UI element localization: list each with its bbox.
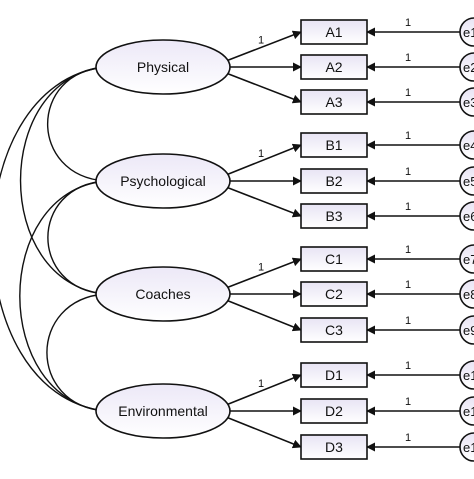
error-label: e6 bbox=[463, 209, 474, 224]
indicator-label: D2 bbox=[325, 403, 343, 419]
error-weight-label: 1 bbox=[405, 52, 411, 64]
indicator-label: C1 bbox=[325, 251, 343, 267]
indicator-box-c2 bbox=[300, 281, 368, 307]
error-weight-label: 1 bbox=[405, 360, 411, 372]
error-weight-label: 1 bbox=[405, 396, 411, 408]
latent-ellipse-environmental bbox=[95, 383, 231, 439]
loading-label: 1 bbox=[258, 35, 264, 47]
error-circle-e11 bbox=[459, 396, 474, 426]
latent-label: Psychological bbox=[120, 173, 206, 189]
indicator-label: C2 bbox=[325, 286, 343, 302]
indicator-label: A3 bbox=[325, 94, 342, 110]
indicator-box-b1 bbox=[300, 132, 368, 158]
path-environmental-to-d1 bbox=[225, 373, 302, 406]
error-label: e1 bbox=[463, 25, 474, 40]
error-circle-e12 bbox=[459, 432, 474, 462]
error-terms: e1 e2 e3 e4 e5 e6 e7 e8 e9 e10 e11 e12 bbox=[459, 17, 474, 462]
error-circle-e4 bbox=[459, 130, 474, 160]
regression-paths: 1 1 1 1 1 1 1 1 1 1 1 1 1 1 1 1 bbox=[225, 17, 460, 452]
error-circle-e1 bbox=[459, 17, 474, 47]
indicator-label: D3 bbox=[325, 439, 343, 455]
error-weight-label: 1 bbox=[405, 87, 411, 99]
path-psychological-to-b3 bbox=[225, 186, 302, 218]
indicator-label: A1 bbox=[325, 24, 342, 40]
latent-ellipse-physical bbox=[95, 39, 231, 95]
error-circle-e10 bbox=[459, 360, 474, 390]
error-weight-label: 1 bbox=[405, 432, 411, 444]
error-label: e3 bbox=[463, 95, 474, 110]
covariance-physical-psychological bbox=[46, 63, 106, 185]
path-coaches-to-c3 bbox=[225, 299, 302, 332]
error-circle-e5 bbox=[459, 166, 474, 196]
error-label: e11 bbox=[463, 404, 474, 419]
covariance-psychological-coaches bbox=[47, 177, 106, 298]
indicator-label: B1 bbox=[325, 137, 342, 153]
indicator-label: C3 bbox=[325, 322, 343, 338]
error-label: e10 bbox=[463, 368, 474, 383]
latent-label: Physical bbox=[137, 59, 189, 75]
loading-label: 1 bbox=[258, 262, 264, 274]
error-label: e7 bbox=[463, 252, 474, 267]
path-coaches-to-c1 bbox=[225, 257, 302, 289]
indicator-box-c1 bbox=[300, 246, 368, 272]
error-circle-e7 bbox=[459, 244, 474, 274]
indicator-box-d1 bbox=[300, 362, 368, 388]
error-label: e9 bbox=[463, 323, 474, 338]
error-label: e5 bbox=[463, 174, 474, 189]
indicator-box-a1 bbox=[300, 19, 368, 45]
loading-label: 1 bbox=[258, 148, 264, 160]
indicator-box-b3 bbox=[300, 203, 368, 229]
indicator-label: D1 bbox=[325, 367, 343, 383]
indicator-box-a2 bbox=[300, 54, 368, 80]
error-weight-label: 1 bbox=[405, 201, 411, 213]
path-physical-to-a3 bbox=[225, 72, 302, 104]
covariance-physical-environmental bbox=[0, 63, 106, 415]
error-weight-label: 1 bbox=[405, 166, 411, 178]
error-label: e8 bbox=[463, 287, 474, 302]
path-physical-to-a1 bbox=[225, 30, 302, 62]
loading-label: 1 bbox=[258, 378, 264, 390]
covariance-coaches-environmental bbox=[46, 290, 106, 415]
path-environmental-to-d3 bbox=[225, 416, 302, 449]
latent-ellipse-coaches bbox=[95, 266, 231, 322]
indicator-label: B3 bbox=[325, 208, 342, 224]
latent-factors: PhysicalPsychologicalCoachesEnvironmenta… bbox=[95, 39, 231, 439]
error-circle-e6 bbox=[459, 201, 474, 231]
path-psychological-to-b1 bbox=[225, 143, 302, 176]
error-label: e4 bbox=[463, 138, 474, 153]
indicator-box-a3 bbox=[300, 89, 368, 115]
covariance-psychological-environmental bbox=[19, 177, 106, 415]
latent-label: Coaches bbox=[135, 286, 190, 302]
latent-ellipse-psychological bbox=[95, 153, 231, 209]
indicator-label: A2 bbox=[325, 59, 342, 75]
indicator-box-c3 bbox=[300, 317, 368, 343]
error-weight-label: 1 bbox=[405, 130, 411, 142]
indicator-box-d3 bbox=[300, 434, 368, 460]
error-label: e2 bbox=[463, 60, 474, 75]
error-circle-e3 bbox=[459, 87, 474, 117]
error-circle-e2 bbox=[459, 52, 474, 82]
indicator-label: B2 bbox=[325, 173, 342, 189]
error-weight-label: 1 bbox=[405, 244, 411, 256]
error-weight-label: 1 bbox=[405, 315, 411, 327]
latent-label: Environmental bbox=[118, 403, 208, 419]
error-weight-label: 1 bbox=[405, 279, 411, 291]
error-label: e12 bbox=[463, 440, 474, 455]
error-circle-e8 bbox=[459, 279, 474, 309]
error-weight-label: 1 bbox=[405, 17, 411, 29]
covariance-physical-coaches bbox=[20, 63, 106, 298]
error-circle-e9 bbox=[459, 315, 474, 345]
covariance-arcs bbox=[0, 63, 106, 415]
indicator-box-d2 bbox=[300, 398, 368, 424]
indicator-box-b2 bbox=[300, 168, 368, 194]
